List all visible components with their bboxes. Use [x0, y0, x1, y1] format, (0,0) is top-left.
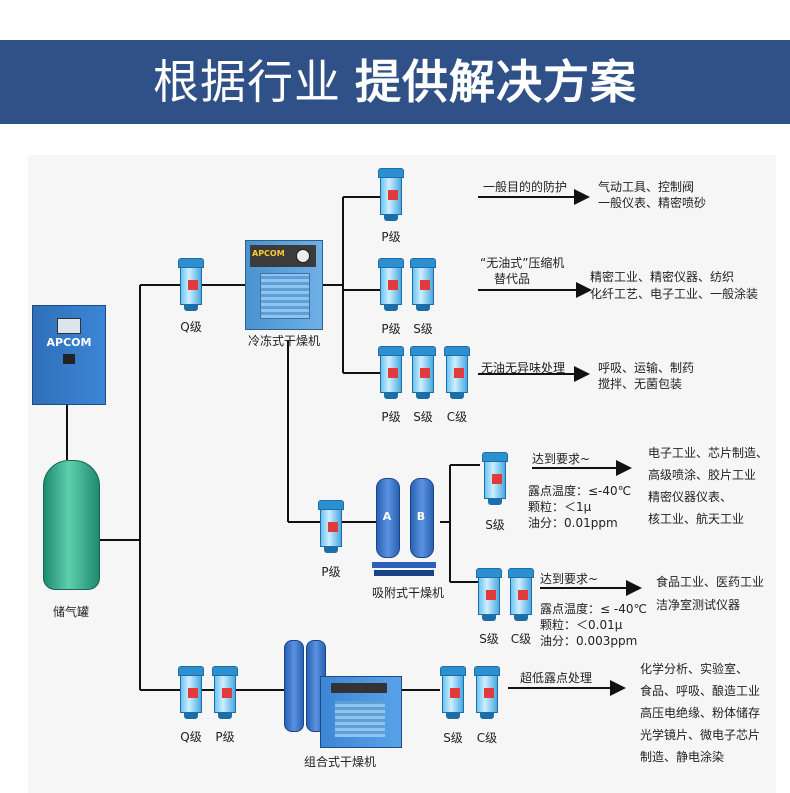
- filter-row3-s-label: S级: [413, 410, 433, 424]
- b6-app-4: 制造、静电涂染: [640, 750, 725, 764]
- filter-row2-p: [378, 258, 404, 311]
- compressor-brand-label: APCOM: [46, 336, 92, 349]
- b3-app-0: 呼吸、运输、制药: [598, 361, 695, 375]
- filter-row1-p: [378, 168, 404, 221]
- b4-spec-1: 颗粒：＜1μ: [528, 500, 592, 514]
- filter-ads-s1-label: S级: [485, 518, 505, 532]
- filter-row3-p: [378, 346, 404, 399]
- filter-row3-c-label: C级: [446, 410, 468, 424]
- filter-row2-s-label: S级: [413, 322, 433, 336]
- filter-p2: [212, 666, 238, 719]
- ref-dryer-brand: APCOM: [252, 249, 285, 258]
- filter-comb-c: [474, 666, 500, 719]
- b6-purpose: 超低露点处理: [520, 671, 593, 685]
- page-title: 根据行业提供解决方案: [0, 40, 790, 124]
- filter-ads2-s: [476, 568, 502, 621]
- b2-app-1: 化纤工艺、电子工业、一般涂装: [590, 287, 759, 301]
- b5-app-0: 食品工业、医药工业: [656, 575, 765, 589]
- b4-app-1: 高级喷涂、胶片工业: [648, 468, 757, 482]
- combined-dryer: [280, 632, 402, 750]
- b2-purpose-1: 替代品: [494, 272, 531, 286]
- combined-dryer-label: 组合式干燥机: [303, 755, 376, 769]
- air-tank: [43, 460, 100, 590]
- filter-q1-label: Q级: [180, 320, 202, 334]
- header-banner: 根据行业提供解决方案: [0, 40, 790, 124]
- filter-row3-s: [410, 346, 436, 399]
- filter-ads2-s-label: S级: [479, 632, 499, 646]
- ref-dryer-label: 冷冻式干燥机: [247, 334, 320, 348]
- filter-comb-c-label: C级: [476, 731, 498, 745]
- gauge-icon: [296, 249, 310, 263]
- filter-comb-s-label: S级: [443, 731, 463, 745]
- b4-app-0: 电子工业、芯片制造、: [648, 446, 769, 460]
- filter-ads2-c-label: C级: [510, 632, 532, 646]
- filter-q2-label: Q级: [180, 730, 202, 744]
- adsorption-dryer: A B: [372, 470, 436, 580]
- b3-purpose: 无油无异味处理: [481, 361, 566, 375]
- b6-app-0: 化学分析、实验室、: [640, 662, 749, 676]
- b2-purpose-0: “无油式”压缩机: [480, 256, 565, 270]
- filter-q1: [178, 258, 204, 311]
- b1-app-1: 一般仪表、精密喷砂: [598, 196, 707, 210]
- b6-app-2: 高压电绝缘、粉体储存: [640, 706, 761, 720]
- b5-spec-2: 油分：0.003ppm: [540, 634, 638, 648]
- air-compressor: APCOM: [32, 305, 106, 405]
- tower-b-label: B: [416, 510, 426, 523]
- filter-ads2-c: [508, 568, 534, 621]
- filter-row3-c: [444, 346, 470, 399]
- tank-label: 储气罐: [52, 605, 89, 619]
- b6-app-3: 光学镜片、微电子芯片: [640, 728, 761, 742]
- b1-purpose: 一般目的的防护: [483, 180, 568, 194]
- b3-app-1: 搅拌、无菌包装: [598, 377, 683, 391]
- filter-row2-p-label: P级: [381, 322, 401, 336]
- b2-app-0: 精密工业、精密仪器、纺织: [590, 270, 735, 284]
- b4-spec-0: 露点温度：≤-40℃: [528, 484, 632, 498]
- title-light: 根据行业: [153, 55, 341, 109]
- b4-app-3: 核工业、航天工业: [648, 512, 745, 526]
- b5-app-1: 洁净室测试仪器: [656, 598, 741, 612]
- filter-p2-label: P级: [215, 730, 235, 744]
- b4-spec-2: 油分：0.01ppm: [528, 516, 618, 530]
- filter-comb-s: [440, 666, 466, 719]
- filter-row3-p-label: P级: [381, 410, 401, 424]
- b4-app-2: 精密仪器仪表、: [648, 490, 733, 504]
- b6-app-1: 食品、呼吸、酿造工业: [640, 684, 761, 698]
- refrigerated-dryer: APCOM: [245, 240, 323, 330]
- b5-spec-0: 露点温度：≤ -40℃: [540, 602, 647, 616]
- filter-p-to-adsorption-label: P级: [321, 565, 341, 579]
- b5-spec-1: 颗粒：＜0.01μ: [540, 618, 623, 632]
- control-panel: [57, 318, 81, 334]
- filter-p-to-adsorption: [318, 500, 344, 553]
- filter-ads-s1: [482, 452, 508, 505]
- filter-row2-s: [410, 258, 436, 311]
- title-bold: 提供解决方案: [355, 55, 637, 109]
- b4-req: 达到要求~: [532, 452, 591, 466]
- vent-grille: [260, 273, 310, 319]
- b1-app-0: 气动工具、控制阀: [598, 180, 695, 194]
- compressor-button: [63, 354, 75, 364]
- filter-q2: [178, 666, 204, 719]
- b5-req: 达到要求~: [540, 572, 599, 586]
- tower-a-label: A: [382, 510, 392, 523]
- filter-row1-p-label: P级: [381, 230, 401, 244]
- adsorption-dryer-label: 吸附式干燥机: [371, 586, 444, 600]
